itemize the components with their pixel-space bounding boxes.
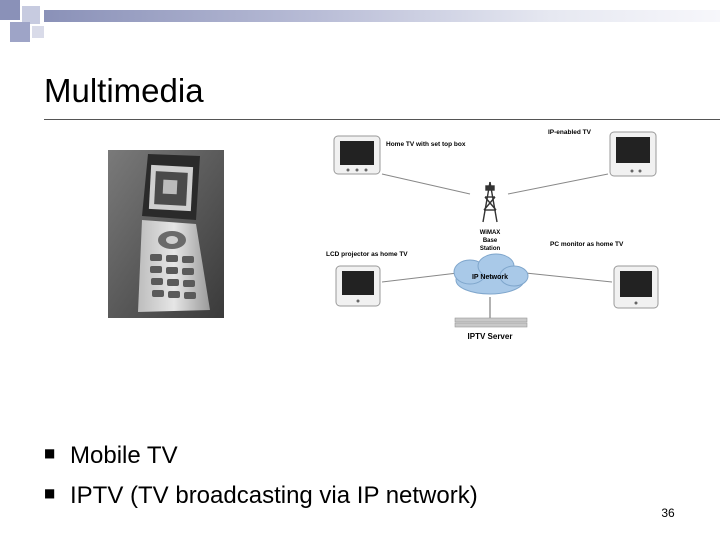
header-decoration xyxy=(0,0,720,50)
label-pc-monitor: PC monitor as home TV xyxy=(550,241,624,248)
label-wimax: WiMAX xyxy=(480,230,501,236)
bullet-square-icon: ■ xyxy=(44,446,56,460)
tv-icon xyxy=(613,265,659,309)
label-wimax-station: Station xyxy=(480,246,501,252)
header-square xyxy=(0,0,20,20)
label-home-tv: Home TV with set top box xyxy=(386,141,466,148)
slide-title: Multimedia xyxy=(44,72,204,109)
label-iptv-server: IPTV Server xyxy=(468,332,513,341)
cloud-icon xyxy=(453,253,529,295)
link-line xyxy=(381,271,467,283)
page-number: 36 xyxy=(661,506,675,520)
label-ip-network: IP Network xyxy=(472,274,508,281)
server-icon xyxy=(454,317,528,328)
title-divider xyxy=(44,119,720,120)
tower-icon xyxy=(482,181,498,223)
bullet-text: Mobile TV xyxy=(70,442,178,469)
tv-icon xyxy=(609,131,657,177)
link-line xyxy=(515,271,613,283)
bullet-text: IPTV (TV broadcasting via IP network) xyxy=(70,482,478,509)
label-ip-tv: IP-enabled TV xyxy=(548,129,592,136)
iptv-diagram: WiMAX Base Station IP Network IPTV Serve… xyxy=(326,129,659,341)
header-square xyxy=(10,22,30,42)
link-line xyxy=(507,173,609,195)
header-square xyxy=(22,6,40,24)
header-square xyxy=(32,26,44,38)
tv-icon xyxy=(333,135,381,175)
label-lcd-projector: LCD projector as home TV xyxy=(326,251,408,258)
phone-photo xyxy=(108,150,224,318)
header-gradient-bar xyxy=(44,10,720,22)
tv-icon xyxy=(335,265,381,307)
bullet-square-icon: ■ xyxy=(44,486,56,500)
link-line xyxy=(381,173,471,195)
label-wimax-base: Base xyxy=(483,238,498,244)
